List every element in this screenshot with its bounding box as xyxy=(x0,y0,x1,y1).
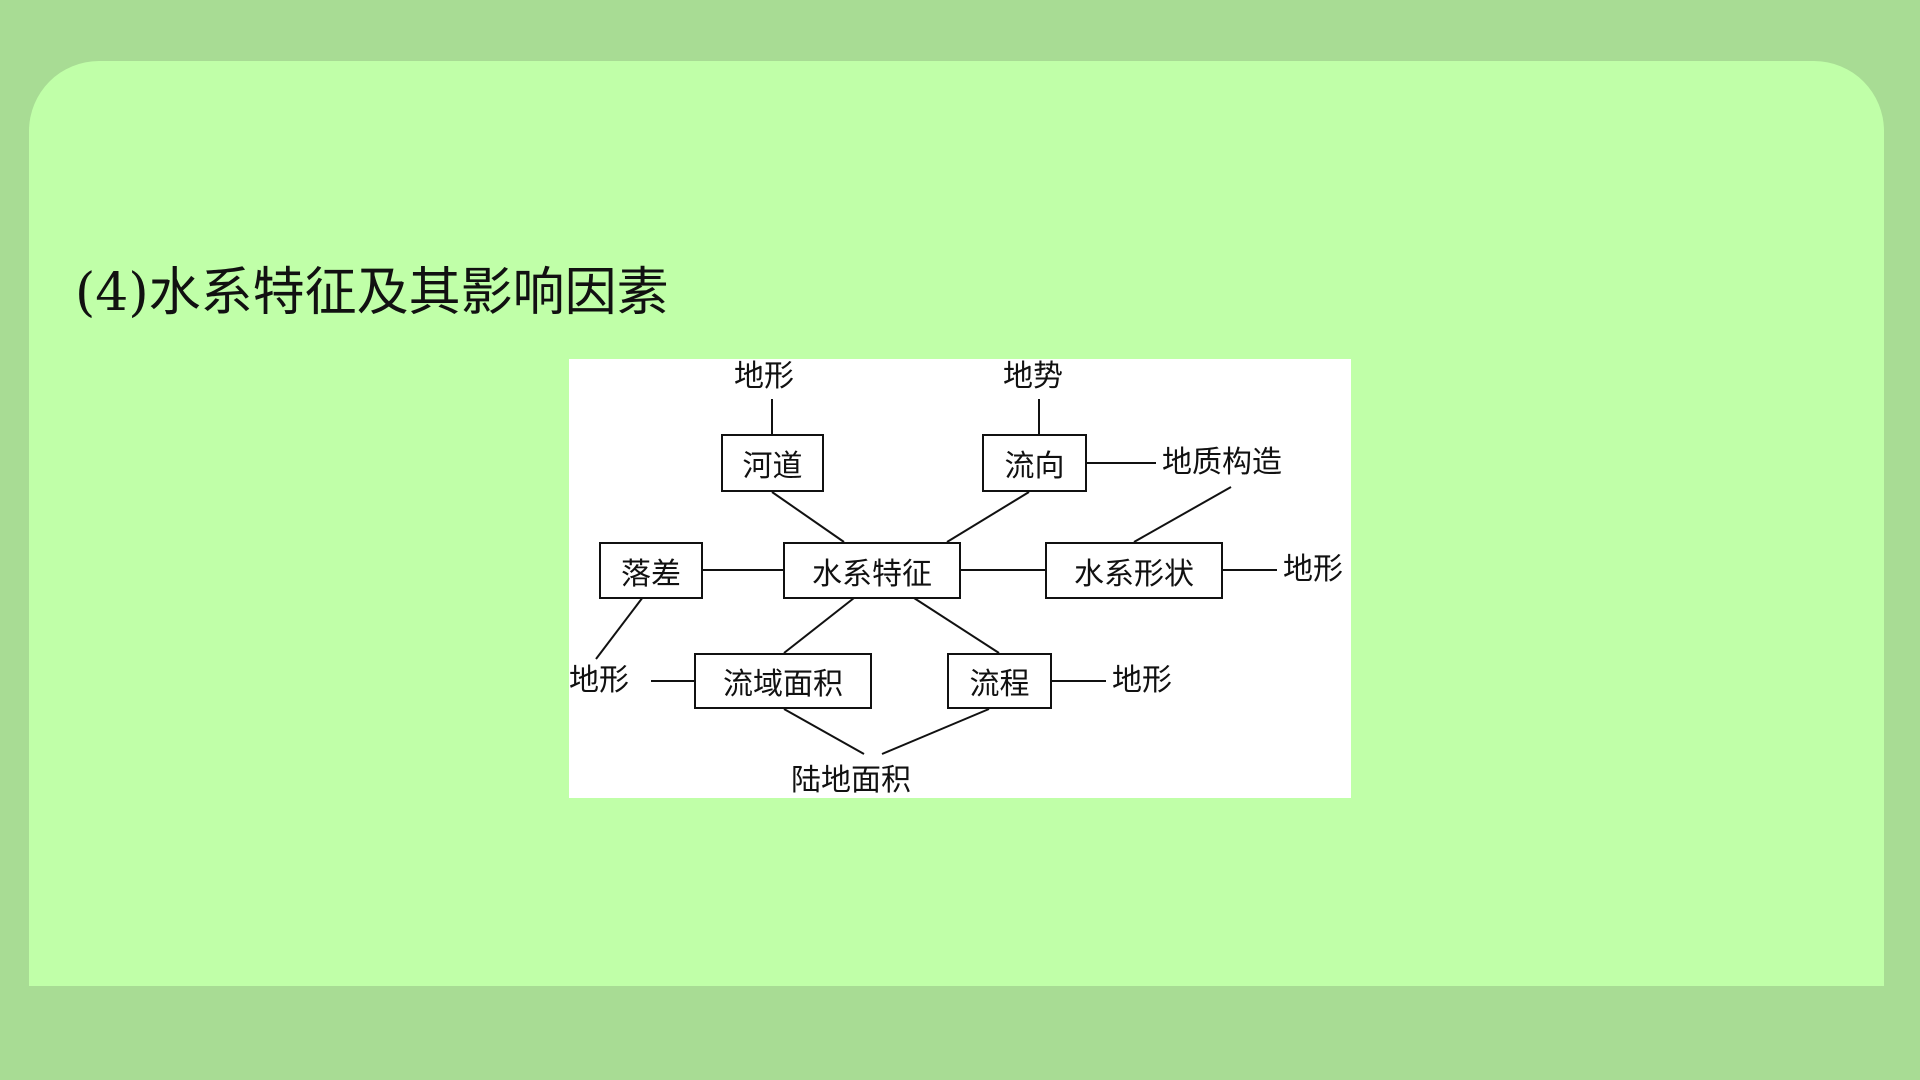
factor-terrain-luocha: 地形 xyxy=(569,663,629,698)
factor-slope: 地势 xyxy=(1003,359,1063,394)
line-liuxiang-center xyxy=(946,491,1030,543)
node-area: 流域面积 xyxy=(694,653,872,709)
factor-terrain-liucheng: 地形 xyxy=(1112,663,1172,698)
factor-land-area: 陆地面积 xyxy=(791,763,911,798)
node-shape: 水系形状 xyxy=(1045,542,1223,599)
factor-terrain-shape: 地形 xyxy=(1283,552,1343,587)
node-liuxiang: 流向 xyxy=(982,434,1087,492)
node-center: 水系特征 xyxy=(783,542,961,599)
line-geology-shape xyxy=(1133,486,1232,543)
line-area-bottom xyxy=(783,708,865,755)
line-luocha-below xyxy=(595,596,644,660)
factor-geology: 地质构造 xyxy=(1162,445,1282,480)
node-liucheng: 流程 xyxy=(947,653,1052,709)
slide-title: (4)水系特征及其影响因素 xyxy=(75,263,669,323)
line-center-liucheng xyxy=(913,597,1000,654)
factor-terrain-hedao: 地形 xyxy=(734,359,794,394)
line-liucheng-bottom xyxy=(881,708,990,755)
line-center-area xyxy=(783,597,855,654)
connector-lines xyxy=(595,399,1277,755)
line-hedao-center xyxy=(771,491,845,543)
node-hedao: 河道 xyxy=(721,434,824,492)
diagram-panel: 地形 地势 河道 流向 地质构造 落差 水系特征 水系形状 地形 地形 流域面积… xyxy=(569,359,1351,798)
node-luocha: 落差 xyxy=(599,542,703,599)
